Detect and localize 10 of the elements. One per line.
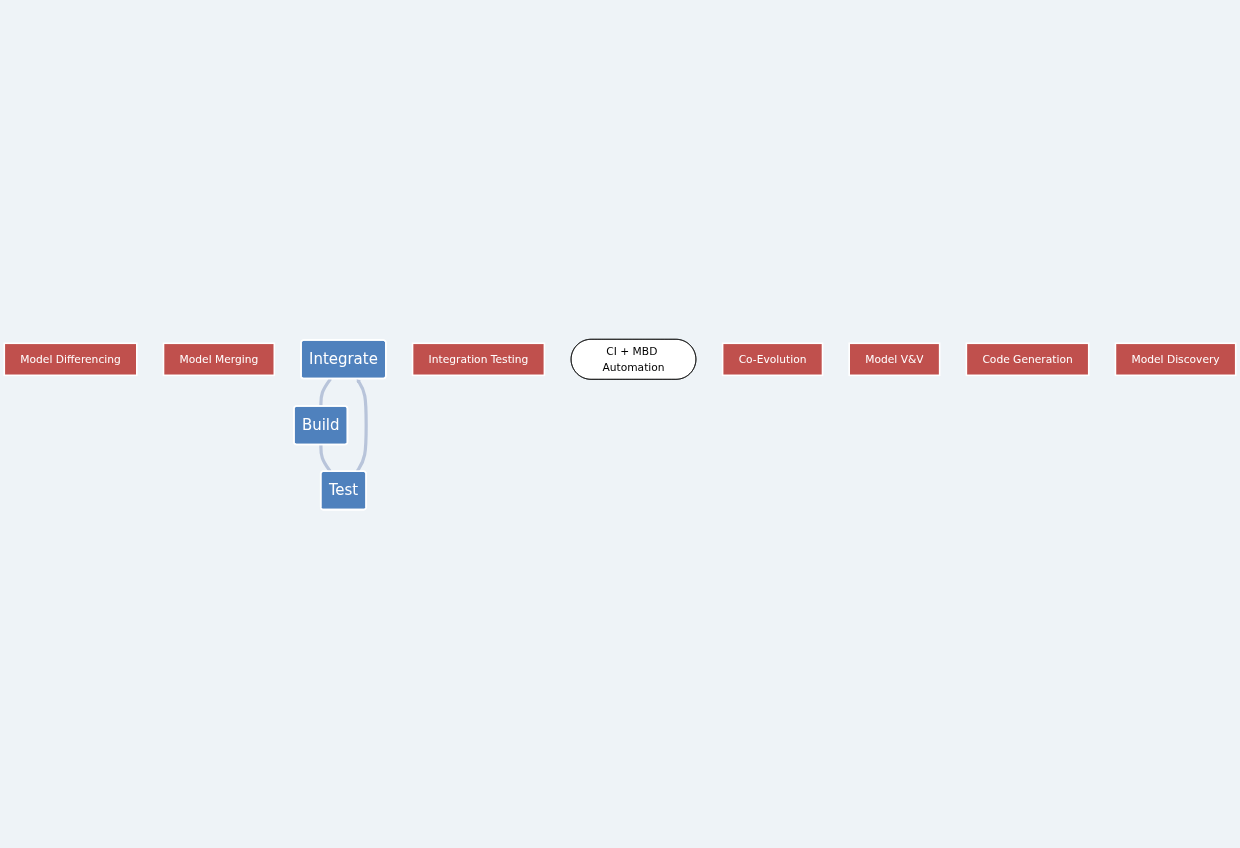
node-box: Model Discovery [1114, 342, 1237, 376]
node-box: Co-Evolution [721, 342, 824, 376]
connector [319, 377, 332, 406]
node-box: Model Differencing [3, 342, 138, 376]
node-box: Integration Testing [411, 342, 546, 376]
connector [319, 444, 332, 472]
node-box: Model V&V [848, 342, 941, 376]
node-box: Code Generation [965, 342, 1090, 376]
arrow [355, 378, 368, 472]
node-box: Model Merging [162, 342, 276, 376]
